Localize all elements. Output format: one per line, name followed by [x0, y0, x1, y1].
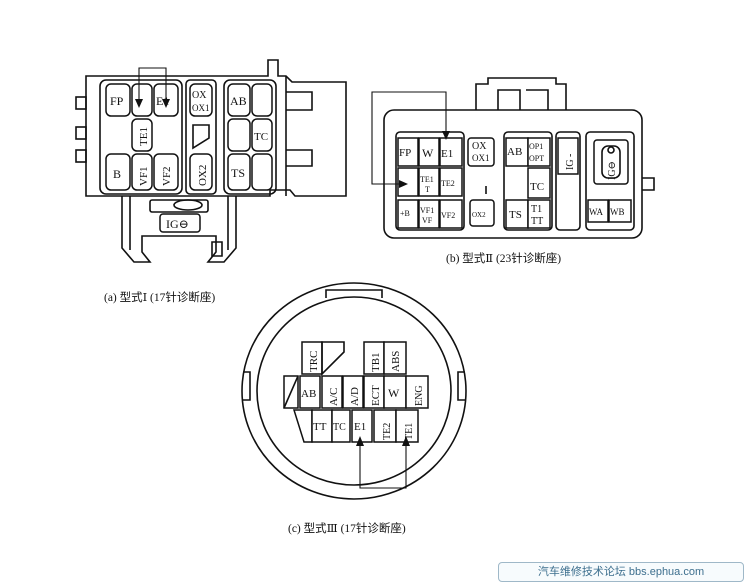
connector-a-bracket	[121, 196, 237, 263]
pin-label: VF1	[420, 206, 434, 215]
pin-label: OPT	[529, 154, 544, 163]
connector-b: FP W E1 OX OX1 AB OP1 OPT IG - TE1 T TE2…	[371, 77, 655, 239]
pin-label: IG -	[565, 154, 576, 170]
pin-label: E1	[156, 94, 169, 108]
pin-label: TT	[531, 216, 543, 227]
watermark: 汽车维修技术论坛 bbs.ephua.com	[498, 562, 744, 582]
pin-label: B	[113, 167, 121, 181]
pin-label: FP	[399, 147, 411, 159]
pin-label: E1	[441, 148, 453, 160]
pin-label: TS	[231, 166, 245, 180]
pin-label: A/D	[349, 387, 361, 406]
connector-b-top-tab	[475, 77, 567, 110]
connector-a-bay-middle	[185, 79, 217, 195]
pin-label: TB1	[370, 352, 382, 372]
pin-label: FP	[110, 94, 124, 108]
pin-label: VF1	[138, 166, 150, 186]
connector-a: FP E1 OX OX1 AB TE1 TC B VF1 VF2 OX2 TS …	[75, 59, 347, 263]
pin-label: +B	[400, 209, 410, 218]
pin-label: TE1	[138, 127, 150, 146]
pin-label: TC	[254, 131, 268, 143]
pin-label: E1	[354, 421, 366, 433]
connector-a-tab-3	[75, 149, 87, 163]
connector-c: TRC TB1 ABS AB A/C A/D ECT W ENG TT TC E…	[241, 282, 467, 500]
pin-label: W	[388, 386, 400, 400]
pin-label: WB	[610, 207, 625, 217]
pin-label: OX2	[472, 211, 486, 219]
pin-label: VF2	[161, 166, 173, 186]
pin-label: VF	[422, 216, 433, 225]
pin-label: TC	[333, 422, 346, 433]
connector-c-inner-ring	[256, 296, 452, 486]
caption-connector-b: (b) 型式Ⅱ (23针诊断座)	[446, 253, 562, 265]
pin-label: WA	[589, 207, 603, 217]
connector-b-jumper-wire	[371, 91, 447, 185]
pin-label: OX2	[197, 165, 209, 186]
pin-label: ENG	[414, 385, 425, 406]
connector-c-jumper-wire	[359, 442, 407, 489]
connector-a-bay-right	[223, 79, 277, 195]
connector-a-tab-1	[75, 96, 87, 110]
pin-label: OX	[472, 141, 487, 152]
connector-b-body	[383, 109, 643, 239]
pin-label: A/C	[328, 388, 340, 406]
pin-label: TS	[509, 209, 522, 221]
connector-a-latch-bottom	[286, 149, 313, 167]
pin-label: T1	[531, 204, 542, 215]
pin-label: AB	[507, 146, 522, 158]
pin-label: OX1	[472, 153, 490, 163]
pin-label: AB	[301, 388, 316, 400]
pin-label: W	[422, 146, 434, 160]
caption-connector-c: (c) 型式Ⅲ (17针诊断座)	[288, 523, 406, 535]
pin-label: TT	[313, 421, 327, 433]
pin-label: TE1	[404, 423, 415, 440]
connector-a-jumper-wire	[138, 67, 167, 103]
pin-label: ECT	[370, 385, 382, 406]
pin-label: ABS	[390, 351, 402, 372]
pin-label: AB	[230, 94, 247, 108]
connector-c-outer-ring	[241, 282, 467, 500]
connector-a-bay-left	[99, 79, 183, 195]
pin-label: TE2	[441, 179, 455, 188]
pin-label: TRC	[308, 351, 320, 372]
pin-label: T	[425, 185, 430, 194]
pin-label: OX	[192, 90, 207, 101]
pin-label: TC	[530, 181, 544, 193]
pin-label: IG⊖	[166, 217, 189, 231]
pin-label: OP1	[529, 142, 543, 151]
caption-connector-a: (a) 型式Ⅰ (17针诊断座)	[104, 292, 216, 304]
pin-label: TE2	[382, 423, 393, 440]
pin-label: VF2	[441, 211, 455, 220]
pin-label: OX1	[192, 103, 210, 113]
pin-label: IG⊖	[607, 161, 618, 180]
pin-label: TE1	[420, 175, 434, 184]
connector-a-latch-top	[286, 91, 313, 111]
connector-a-tab-2	[75, 126, 87, 140]
